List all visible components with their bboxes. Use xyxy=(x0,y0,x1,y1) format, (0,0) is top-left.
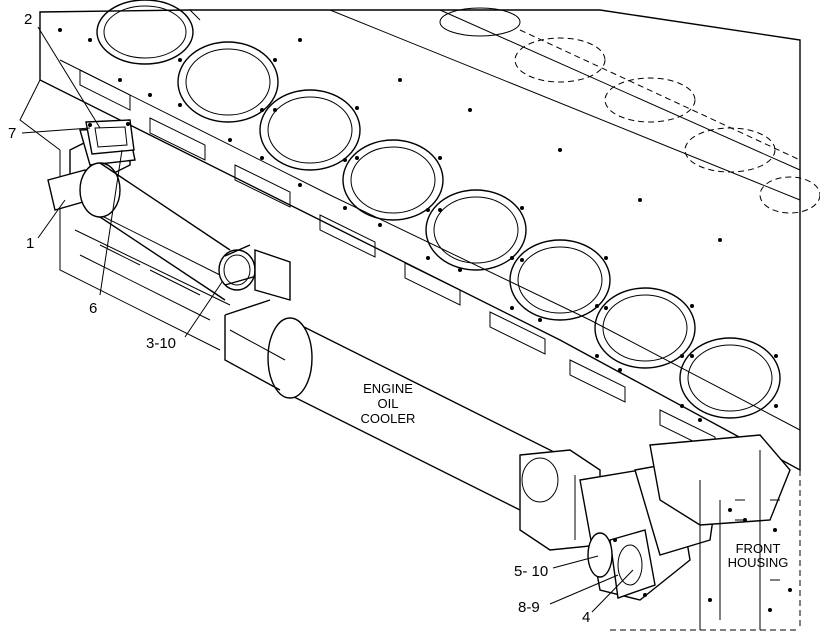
leader-7 xyxy=(21,127,91,134)
connecting-tube xyxy=(218,244,291,301)
front-housing xyxy=(699,450,792,630)
bore-1 xyxy=(96,0,194,65)
rear-elbow-assembly xyxy=(47,119,231,301)
bore-7 xyxy=(594,287,696,369)
bore-6 xyxy=(509,239,611,321)
callout-3-10: 3-10 xyxy=(146,335,176,352)
callout-4: 4 xyxy=(582,609,590,626)
oil-cooler-label-line2: OIL xyxy=(378,396,399,411)
leader-2 xyxy=(37,26,101,129)
leader-4 xyxy=(591,569,634,613)
callout-6: 6 xyxy=(89,300,97,317)
bore-8 xyxy=(679,337,781,419)
bore-2 xyxy=(177,41,279,123)
leader-3-10 xyxy=(184,281,223,338)
oil-cooler-body xyxy=(224,299,601,551)
front-housing-label-line2: HOUSING xyxy=(728,555,789,570)
front-elbow-assembly xyxy=(579,434,791,601)
callout-5-10: 5- 10 xyxy=(514,563,548,580)
callout-7: 7 xyxy=(8,125,16,142)
bore-5 xyxy=(425,189,527,271)
front-housing-label-line1: FRONT xyxy=(736,541,781,556)
oil-cooler-label-line1: ENGINE xyxy=(363,381,413,396)
bolt-holes xyxy=(58,28,778,442)
bore-3 xyxy=(259,89,361,171)
leader-1 xyxy=(37,199,66,239)
callout-8-9: 8-9 xyxy=(518,599,540,616)
leader-5-10 xyxy=(552,555,599,569)
oil-cooler-label-line3: COOLER xyxy=(361,411,416,426)
callout-2: 2 xyxy=(24,11,32,28)
callout-1: 1 xyxy=(26,235,34,252)
side-ports xyxy=(79,69,716,453)
cylinder-bores xyxy=(96,0,820,419)
leader-8-9 xyxy=(549,574,619,605)
leader-lines xyxy=(21,26,634,613)
leader-6 xyxy=(99,149,123,296)
bore-4 xyxy=(342,139,444,221)
